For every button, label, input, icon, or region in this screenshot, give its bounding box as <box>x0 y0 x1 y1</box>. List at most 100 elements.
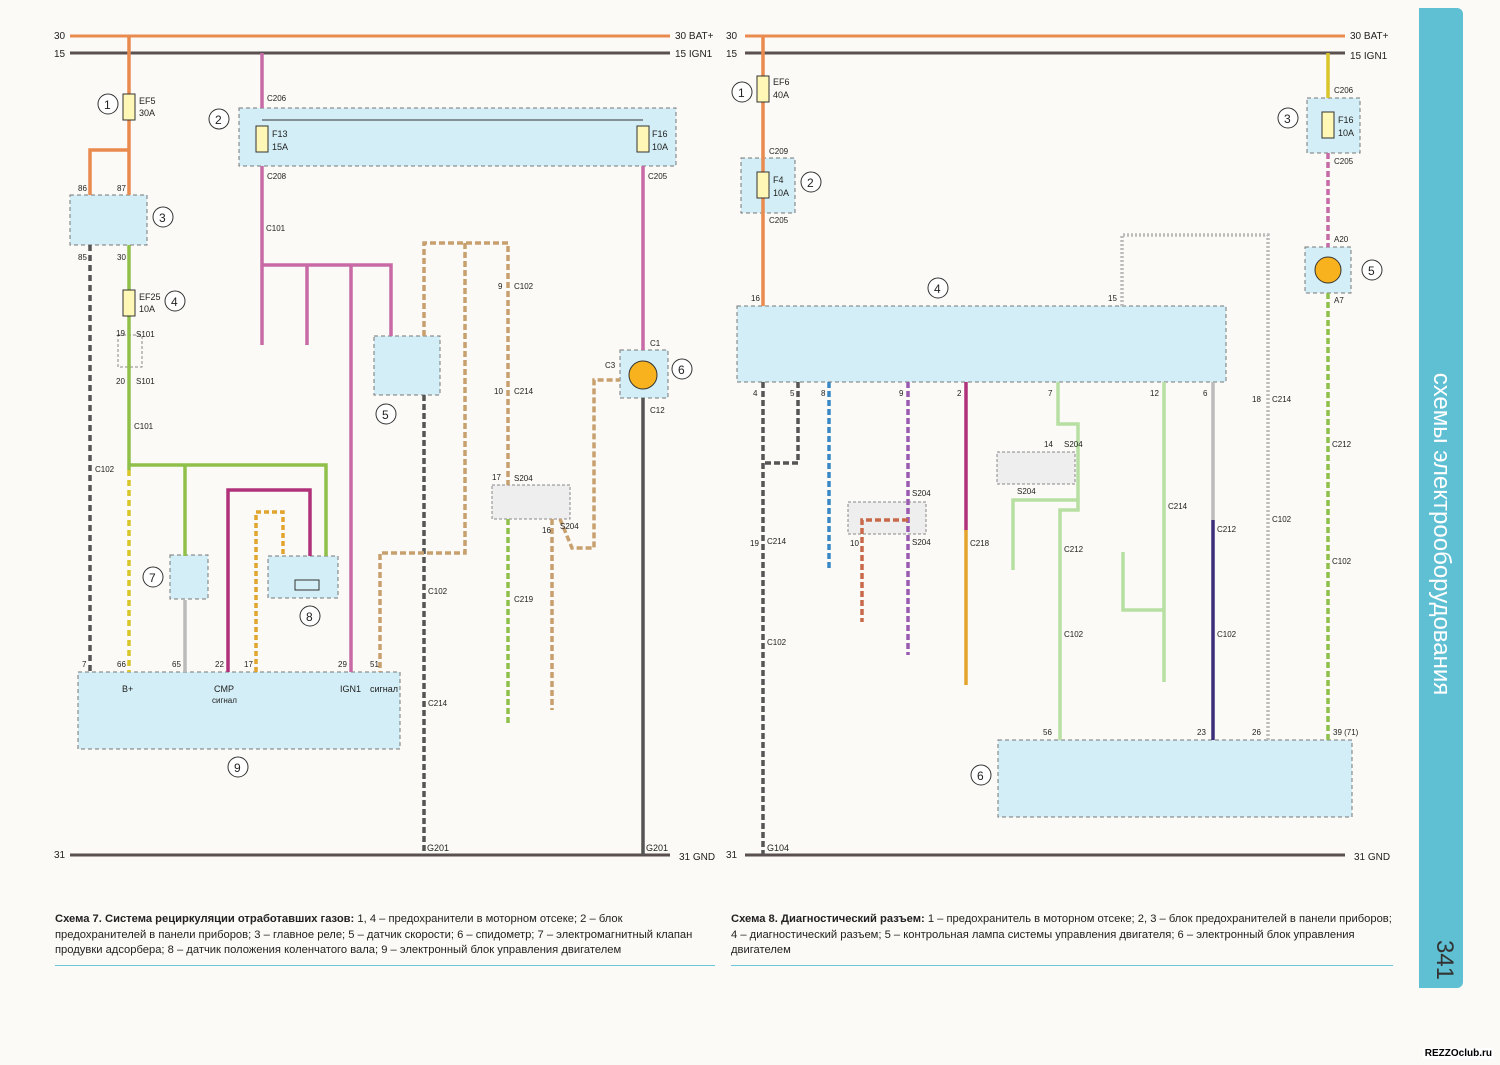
lbl-c219: C219 <box>514 595 534 604</box>
scheme-8-caption-title: Схема 8. Диагностический разъем: <box>731 913 925 925</box>
rail-bat-8: 30 <box>726 31 738 42</box>
lbl8-a7: A7 <box>1334 296 1344 305</box>
pin8-4: 4 <box>753 389 758 398</box>
callout-8-5: 5 <box>1368 264 1375 278</box>
fuse-panel-2 <box>238 107 677 167</box>
lbl-c101-top: C101 <box>266 224 286 233</box>
ecu-cmp: CMP <box>214 684 234 694</box>
callout-7-8: 8 <box>306 610 313 624</box>
callout-8-6: 6 <box>977 769 984 783</box>
lbl8-s204-b: S204 <box>912 538 931 547</box>
rail-gnd-right: 31 GND <box>1354 852 1390 863</box>
fuse-f16-rating: 10A <box>652 142 668 152</box>
rail-ign-mid: 15 IGN1 <box>675 49 713 60</box>
scheme-8: EF6 40A F4 10A F16 10A C209 C205 C206 C2… <box>731 36 1383 855</box>
fuse-ef5-name: EF5 <box>139 96 156 106</box>
lbl8-c212-a: C212 <box>1064 545 1084 554</box>
rail-bat-right: 30 BAT+ <box>1350 31 1389 42</box>
lbl8-c209: C209 <box>769 147 789 156</box>
pin8-10: 10 <box>850 539 859 548</box>
callout-7-9: 9 <box>234 761 241 775</box>
pin8-2: 2 <box>957 389 962 398</box>
pin8-18: 18 <box>1252 395 1261 404</box>
fuse-f4-name: F4 <box>773 175 784 185</box>
fuse-ef6-rating: 40A <box>773 90 789 100</box>
scheme-7-caption-text: 1, 4 – предохранители в моторном отсеке;… <box>55 913 693 956</box>
pin8-6: 6 <box>1203 389 1208 398</box>
lbl8-c214-c: C214 <box>1272 395 1292 404</box>
ecu-signal: сигнал <box>370 684 398 694</box>
ecu-pin-65: 65 <box>172 660 181 669</box>
scheme-7: EF5 30A EF25 10A F13 15A F16 10A C206 C2… <box>69 36 693 855</box>
lbl8-s204-d: S204 <box>1017 487 1036 496</box>
lbl8-c214-b: C214 <box>1168 502 1188 511</box>
lbl-s204-top: S204 <box>514 474 533 483</box>
callout-7-6: 6 <box>678 363 685 377</box>
callout-7-3: 3 <box>159 211 166 225</box>
section-side-tab <box>1419 8 1463 988</box>
lbl-c1: C1 <box>650 339 661 348</box>
speed-sensor-5 <box>373 335 441 396</box>
lbl-c214-mid: C214 <box>428 699 448 708</box>
scheme-8-caption: Схема 8. Диагностический разъем: 1 – пре… <box>731 912 1393 959</box>
crank-sensor-8 <box>267 555 339 599</box>
lbl8-c102-c: C102 <box>1217 630 1237 639</box>
power-rails: 30 15 30 BAT+ 15 IGN1 30 15 30 BAT+ 15 I… <box>54 31 1390 863</box>
lbl8-c214-a: C214 <box>767 537 787 546</box>
fuse-f4-rating: 10A <box>773 188 789 198</box>
callout-8-2: 2 <box>807 176 814 190</box>
pcm-pin-26: 26 <box>1252 728 1261 737</box>
pin8-8: 8 <box>821 389 826 398</box>
scheme-7-caption-title: Схема 7. Система рециркуляции отработавш… <box>55 913 355 925</box>
ecu-pin-22: 22 <box>215 660 224 669</box>
lbl8-c212-b: C212 <box>1217 525 1237 534</box>
lbl8-c205b: C205 <box>1334 157 1354 166</box>
callout-7-2: 2 <box>215 113 222 127</box>
lbl-n17: 17 <box>492 473 501 482</box>
diag-connector-4 <box>736 305 1227 383</box>
watermark: REZZOclub.ru <box>1422 1048 1494 1059</box>
callout-8-4: 4 <box>934 282 941 296</box>
lbl8-g104: G104 <box>767 843 789 853</box>
rail-bat-left: 30 <box>54 31 66 42</box>
page-number-text: 341 <box>1431 939 1458 981</box>
fuse-f16-8-rating: 10A <box>1338 128 1354 138</box>
lbl-c208: C208 <box>267 172 287 181</box>
section-title: схемы электрооборудования <box>1428 372 1455 696</box>
callout-7-5: 5 <box>382 408 389 422</box>
pin8-9: 9 <box>899 389 904 398</box>
pcm-6 <box>997 739 1353 818</box>
pcm-pin-56: 56 <box>1043 728 1052 737</box>
callout-8-3: 3 <box>1284 112 1291 126</box>
lbl-s101-bottom: S101 <box>136 377 155 386</box>
lbl8-c218: C218 <box>970 539 990 548</box>
fuse-f16-8-name: F16 <box>1338 115 1354 125</box>
lbl8-c212-c: C212 <box>1332 440 1352 449</box>
fuse-ef5-rating: 30A <box>139 108 155 118</box>
pin8-5: 5 <box>790 389 795 398</box>
lbl-relay-85: 85 <box>78 253 87 262</box>
lbl-n19: 19 <box>116 329 125 338</box>
rail-gnd-left: 31 <box>54 850 66 861</box>
lbl-c12: C12 <box>650 406 665 415</box>
fuse-f13-rating: 15A <box>272 142 288 152</box>
lbl-s101-top: S101 <box>136 330 155 339</box>
lbl-c214-right: C214 <box>514 387 534 396</box>
pin8-15: 15 <box>1108 294 1117 303</box>
pin8-14: 14 <box>1044 440 1053 449</box>
pin8-7: 7 <box>1048 389 1053 398</box>
lbl-s204-bottom: S204 <box>560 522 579 531</box>
ecu-pin-66: 66 <box>117 660 126 669</box>
lbl8-a20: A20 <box>1334 235 1349 244</box>
lbl8-s204-a: S204 <box>912 489 931 498</box>
callout-8-1: 1 <box>738 86 745 100</box>
pcm-pin-39: 39 (71) <box>1333 728 1359 737</box>
lbl-c102-mid: C102 <box>428 587 448 596</box>
fuse-ef25-rating: 10A <box>139 304 155 314</box>
rail-ign-right: 15 IGN1 <box>1350 51 1388 62</box>
lbl-relay-30: 30 <box>117 253 126 262</box>
page-number: 341 <box>1427 930 1461 990</box>
fuse-f16-name: F16 <box>652 129 668 139</box>
fuse-ef6-name: EF6 <box>773 77 790 87</box>
